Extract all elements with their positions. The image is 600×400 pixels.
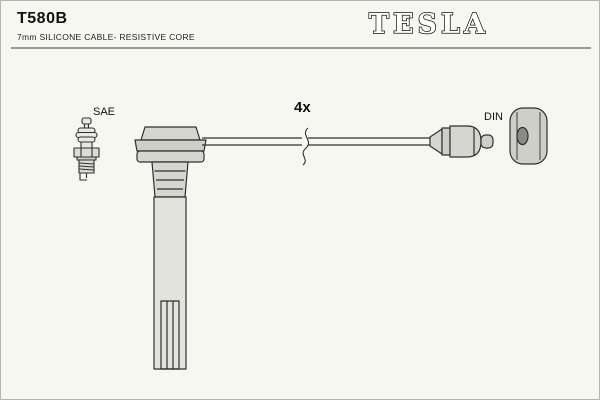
spark-plug-icon	[73, 117, 100, 181]
quantity-label: 4x	[294, 99, 311, 116]
din-label: DIN	[484, 111, 503, 123]
cable-break-mark	[302, 127, 310, 166]
brand-logo: TESLA	[369, 9, 489, 40]
ignition-cable-icon	[202, 127, 430, 166]
product-description: 7mm SILICONE CABLE- RESISTIVE CORE	[17, 32, 195, 42]
din-connector-icon	[429, 125, 494, 158]
sae-label: SAE	[93, 106, 115, 118]
product-code: T580B	[17, 10, 68, 27]
din-cap-icon	[509, 107, 548, 165]
coil-boot-icon	[134, 126, 207, 370]
